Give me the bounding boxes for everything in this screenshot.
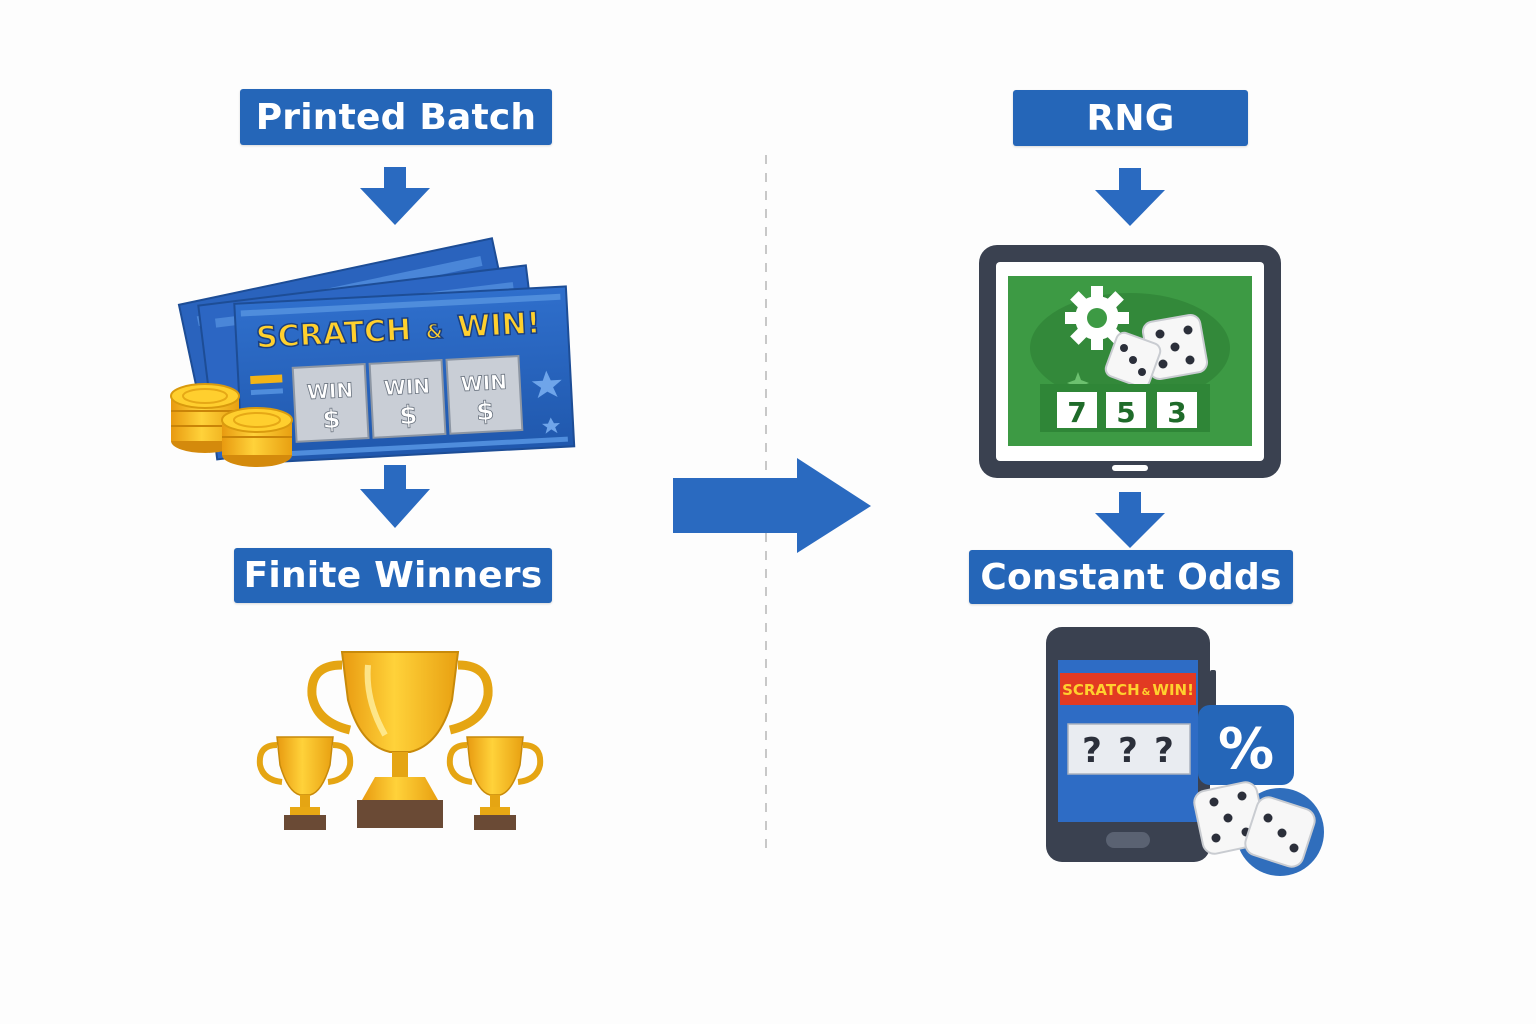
scratch-panel-word: WIN bbox=[383, 374, 430, 400]
rng-digit: 3 bbox=[1167, 396, 1186, 429]
trophy-icon bbox=[446, 736, 544, 830]
dice-icon bbox=[1193, 781, 1324, 876]
scratch-panel-symbol: $ bbox=[399, 400, 419, 431]
dice-icon bbox=[1104, 313, 1209, 389]
coins-icon bbox=[170, 383, 293, 467]
down-arrow-icon bbox=[360, 465, 430, 528]
down-arrow-icon bbox=[1095, 492, 1165, 548]
right-arrow-icon bbox=[673, 458, 871, 553]
scratch-tickets-icon: SCRATCH & WIN! WIN $ WIN $ WIN $ bbox=[177, 237, 576, 465]
gear-icon bbox=[1065, 286, 1129, 350]
constant-odds-label: Constant Odds bbox=[969, 550, 1293, 604]
phone-slot: ? bbox=[1082, 731, 1102, 771]
phone-slot: ? bbox=[1154, 731, 1174, 771]
phone-icon: SCRATCH&WIN! ? ? ? bbox=[1046, 627, 1216, 862]
scratch-panel-word: WIN bbox=[460, 370, 507, 396]
phone-banner-text: SCRATCH&WIN! bbox=[1062, 681, 1194, 699]
rng-label: RNG bbox=[1013, 90, 1248, 146]
svg-text:%: % bbox=[1218, 717, 1274, 782]
rng-digit: 5 bbox=[1116, 396, 1135, 429]
phone-slot: ? bbox=[1118, 731, 1138, 771]
svg-text:SCRATCH & WIN!: SCRATCH & WIN! bbox=[255, 306, 541, 356]
scratch-panel-word: WIN bbox=[306, 378, 353, 404]
scratch-panel-symbol: $ bbox=[322, 404, 342, 435]
trophy-icon bbox=[256, 736, 354, 830]
printed-batch-label: Printed Batch bbox=[240, 89, 552, 145]
rng-digit: 7 bbox=[1067, 396, 1086, 429]
down-arrow-icon bbox=[1095, 168, 1165, 226]
trophy-icon bbox=[307, 651, 493, 828]
percent-icon: % bbox=[1198, 705, 1294, 785]
scratch-panel-symbol: $ bbox=[475, 396, 495, 427]
ticket-title: SCRATCH bbox=[255, 313, 412, 356]
tablet-icon: 7 5 3 bbox=[979, 245, 1281, 478]
down-arrow-icon bbox=[360, 167, 430, 225]
finite-winners-label: Finite Winners bbox=[234, 548, 552, 603]
